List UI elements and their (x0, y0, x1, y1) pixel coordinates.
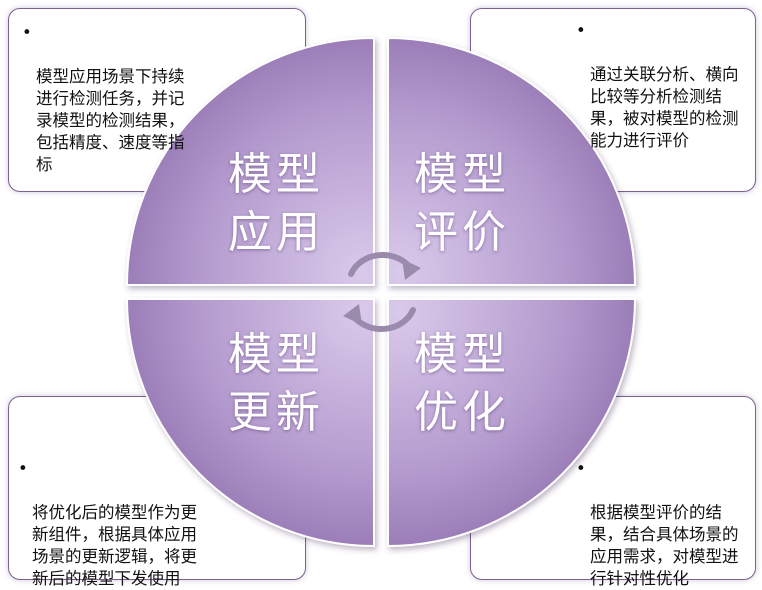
description-text: 模型应用场景下持续进行检测任务，并记录模型的检测结果，包括精度、速度等指标 (36, 67, 185, 174)
quadrant-application (125, 36, 375, 286)
description-text: 将优化后的模型作为更新组件，根据具体应用场景的更新逻辑，将更新后的模型下发使用 (32, 503, 197, 588)
bullet: • (22, 23, 32, 42)
description-text: 根据模型评价的结果，结合具体场景的应用需求，对模型进行针对性优化 (590, 503, 739, 588)
quadrant-evaluation (387, 36, 637, 286)
description-update: • 将优化后的模型作为更新组件，根据具体应用场景的更新逻辑，将更新后的模型下发使… (16, 458, 206, 590)
quadrant-optimization (387, 298, 637, 548)
quadrant-label-evaluation: 模型 评价 (414, 149, 510, 258)
bullet: • (18, 459, 28, 478)
quadrant-label-optimization: 模型 优化 (414, 329, 510, 438)
bullet: • (576, 459, 586, 478)
quadrant-label-application: 模型 应用 (228, 149, 324, 258)
description-application: • 模型应用场景下持续进行检测任务，并记录模型的检测结果，包括精度、速度等指标 (20, 22, 196, 176)
arrow-head-icon (343, 304, 362, 325)
arrow-head-icon (402, 259, 421, 280)
bullet: • (576, 21, 586, 40)
description-text: 通过关联分析、横向比较等分析检测结果，被对模型的检测能力进行评价 (590, 65, 739, 150)
quadrant-label-update: 模型 更新 (228, 329, 324, 438)
description-optimization: • 根据模型评价的结果，结合具体场景的应用需求，对模型进行针对性优化 (574, 458, 750, 590)
quadrant-update (125, 298, 375, 548)
description-evaluation: • 通过关联分析、横向比较等分析检测结果，被对模型的检测能力进行评价 (574, 20, 750, 152)
